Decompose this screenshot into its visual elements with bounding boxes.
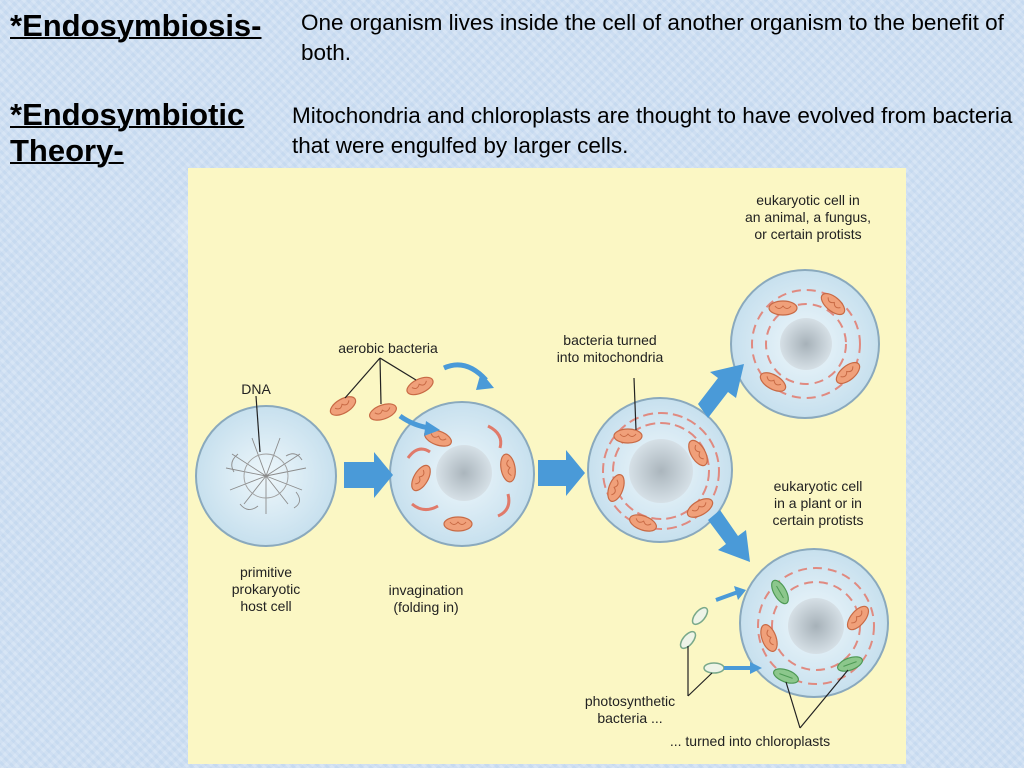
term-endosymbiosis: *Endosymbiosis- <box>10 8 262 43</box>
mitochondria-cell <box>587 377 733 543</box>
label-primitive-host-cell: primitive prokaryotic host cell <box>231 564 301 614</box>
label-photosynthetic-bacteria: photosynthetic bacteria ... <box>584 693 676 726</box>
plant-cell <box>739 548 889 698</box>
endosymbiosis-diagram: DNA aerobic bacteria primitive prokaryot… <box>188 168 906 764</box>
label-eukaryotic-animal: eukaryotic cell in an animal, a fungus, … <box>744 192 872 242</box>
label-bacteria-to-mitochondria: bacteria turned into mitochondria <box>556 332 664 365</box>
label-aerobic-bacteria: aerobic bacteria <box>338 340 438 356</box>
animal-cell <box>730 269 880 419</box>
definition-endosymbiosis: One organism lives inside the cell of an… <box>301 10 1004 65</box>
diagram-illustration <box>195 269 889 729</box>
label-dna: DNA <box>241 381 271 397</box>
photosynthetic-bacteria <box>676 604 849 729</box>
process-arrows <box>344 362 762 674</box>
label-invagination: invagination (folding in) <box>388 582 464 615</box>
invagination-cell <box>389 401 535 547</box>
label-chloroplasts: ... turned into chloroplasts <box>669 733 831 749</box>
aerobic-bacteria <box>326 357 437 424</box>
label-eukaryotic-plant: eukaryotic cell in a plant or in certain… <box>772 478 864 528</box>
host-cell <box>195 395 337 547</box>
term-endosymbiotic-theory: *Endosymbiotic Theory- <box>10 97 245 168</box>
definition-endosymbiotic-theory: Mitochondria and chloroplasts are though… <box>292 103 1013 158</box>
